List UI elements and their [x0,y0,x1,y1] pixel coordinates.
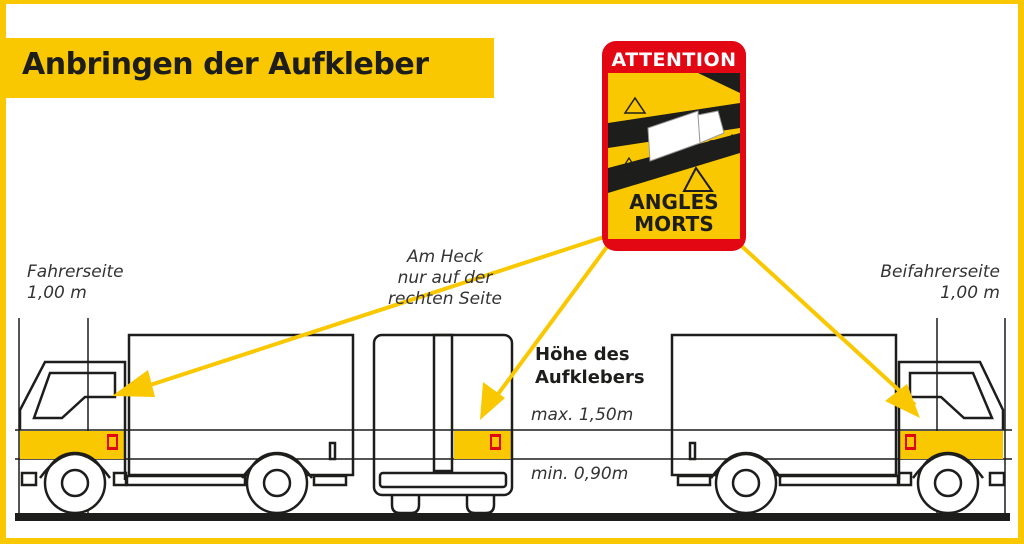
rear-line1: Am Heck [406,247,484,267]
warning-triangle-icon [682,166,714,192]
passenger-side-distance: 1,00 m [940,283,1000,303]
blind-spot-sticker: ATTENTION ANGLES MORTS [602,41,746,251]
title-bar [6,38,494,98]
min-height-label: min. 0,90m [531,464,629,484]
page-title: Anbringen der Aufkleber [22,47,429,82]
sticker-text: ANGLES MORTS [608,191,740,235]
rear-label: Am Heck nur auf der rechten Seite [375,247,515,310]
height-heading: Höhe des Aufklebers [535,343,645,389]
sticker-header: ATTENTION [611,49,737,71]
rear-line2: nur auf der [397,268,493,288]
passenger-side-label: Beifahrerseite 1,00 m [880,262,1000,304]
height-heading-line2: Aufklebers [535,367,645,388]
driver-side-distance: 1,00 m [27,283,87,303]
pointer-arrows [112,233,920,420]
rear-truck [372,333,514,515]
max-height-label: max. 1,50m [531,405,634,425]
sticker-line1: ANGLES [629,190,719,214]
driver-side-label: Fahrerseite 1,00 m [27,262,124,304]
sticker-line2: MORTS [634,212,714,236]
passenger-side-title: Beifahrerseite [880,262,1000,282]
height-heading-line1: Höhe des [535,344,630,365]
driver-side-title: Fahrerseite [27,262,124,282]
ground-line [15,513,1010,521]
sticker-truck-icon [608,73,740,193]
right-truck [670,333,1006,515]
warning-triangle-icon [623,96,647,114]
rear-line3: rechten Seite [388,289,502,309]
left-truck [18,333,355,515]
sticker-body: ANGLES MORTS [608,73,740,239]
